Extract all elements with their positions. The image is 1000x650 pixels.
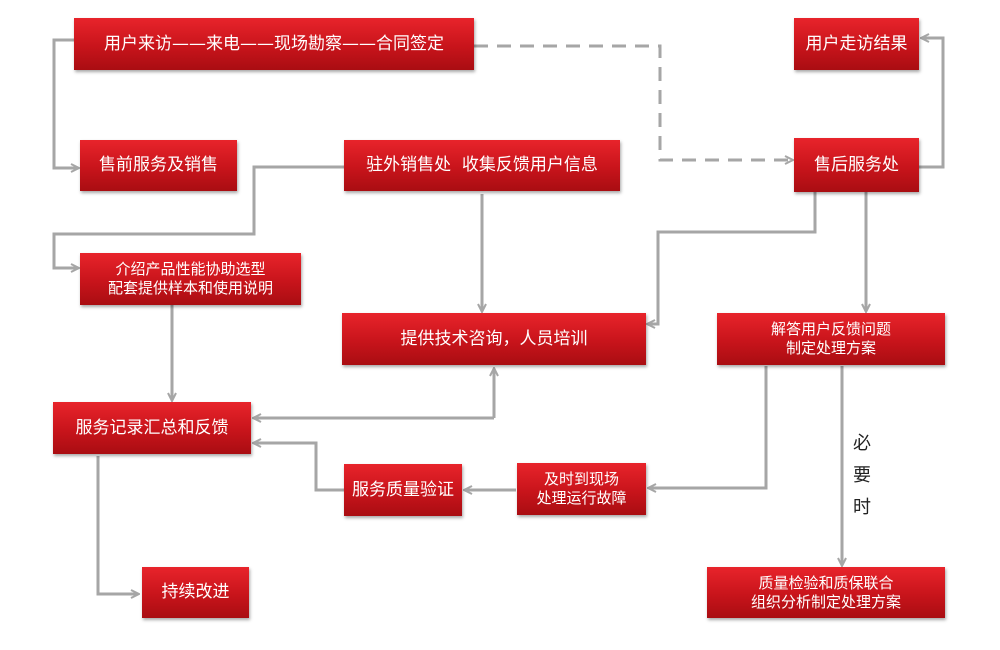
box-quality-verify: 服务质量验证 <box>344 464 462 516</box>
arrow-aftersale-to-result <box>918 38 945 169</box>
box-aftersale: 售后服务处 <box>794 138 919 192</box>
box-timely-line1: 及时到现场 <box>543 470 619 489</box>
box-joint-line2: 组织分析制定处理方案 <box>750 592 901 611</box>
necessary-label: 必 要 时 <box>853 433 871 518</box>
box-aftersale-label: 售后服务处 <box>814 154 899 175</box>
box-visit-result-label: 用户走访结果 <box>805 33 908 54</box>
box-user-visit: 用户来访——来电——现场勘察——合同签定 <box>74 18 474 70</box>
box-tech-consult-label: 提供技术咨询，人员培训 <box>400 328 588 349</box>
box-field-sales: 驻外销售处 收集反馈用户信息 <box>344 140 620 191</box>
box-intro: 介绍产品性能协助选型 配套提供样本和使用说明 <box>80 253 301 305</box>
arrow-record-to-continuous <box>96 456 138 594</box>
arrow-answer-to-timely <box>649 366 768 488</box>
arrow-quality-to-record <box>254 443 344 492</box>
arrow-field-to-intro <box>52 165 344 268</box>
box-quality-verify-label: 服务质量验证 <box>352 479 454 500</box>
box-tech-consult: 提供技术咨询，人员培训 <box>342 313 646 365</box>
arrow-visit-to-presale <box>52 38 78 168</box>
box-service-record: 服务记录汇总和反馈 <box>53 402 251 454</box>
box-presale-label: 售前服务及销售 <box>99 155 218 176</box>
box-presale: 售前服务及销售 <box>80 140 237 191</box>
arrow-aftersale-to-tech <box>648 192 817 324</box>
box-answer: 解答用户反馈问题 制定处理方案 <box>717 313 945 365</box>
box-service-record-label: 服务记录汇总和反馈 <box>75 417 229 438</box>
box-field-sales-label: 驻外销售处 收集反馈用户信息 <box>366 155 598 176</box>
box-intro-line1: 介绍产品性能协助选型 <box>115 260 266 279</box>
arrow-visit-to-aftersale-dashed <box>474 44 792 160</box>
box-visit-result: 用户走访结果 <box>794 18 919 70</box>
box-timely: 及时到现场 处理运行故障 <box>517 463 646 515</box>
box-intro-line2: 配套提供样本和使用说明 <box>107 279 273 297</box>
box-joint-line1: 质量检验和质保联合 <box>758 573 894 592</box>
box-timely-line2: 处理运行故障 <box>536 489 627 507</box>
box-continuous: 持续改进 <box>142 567 249 618</box>
box-continuous-label: 持续改进 <box>161 582 230 603</box>
box-answer-line2: 制定处理方案 <box>785 339 876 357</box>
box-joint: 质量检验和质保联合 组织分析制定处理方案 <box>707 567 945 618</box>
box-answer-line1: 解答用户反馈问题 <box>770 320 891 339</box>
box-user-visit-label: 用户来访——来电——现场勘察——合同签定 <box>104 33 444 54</box>
